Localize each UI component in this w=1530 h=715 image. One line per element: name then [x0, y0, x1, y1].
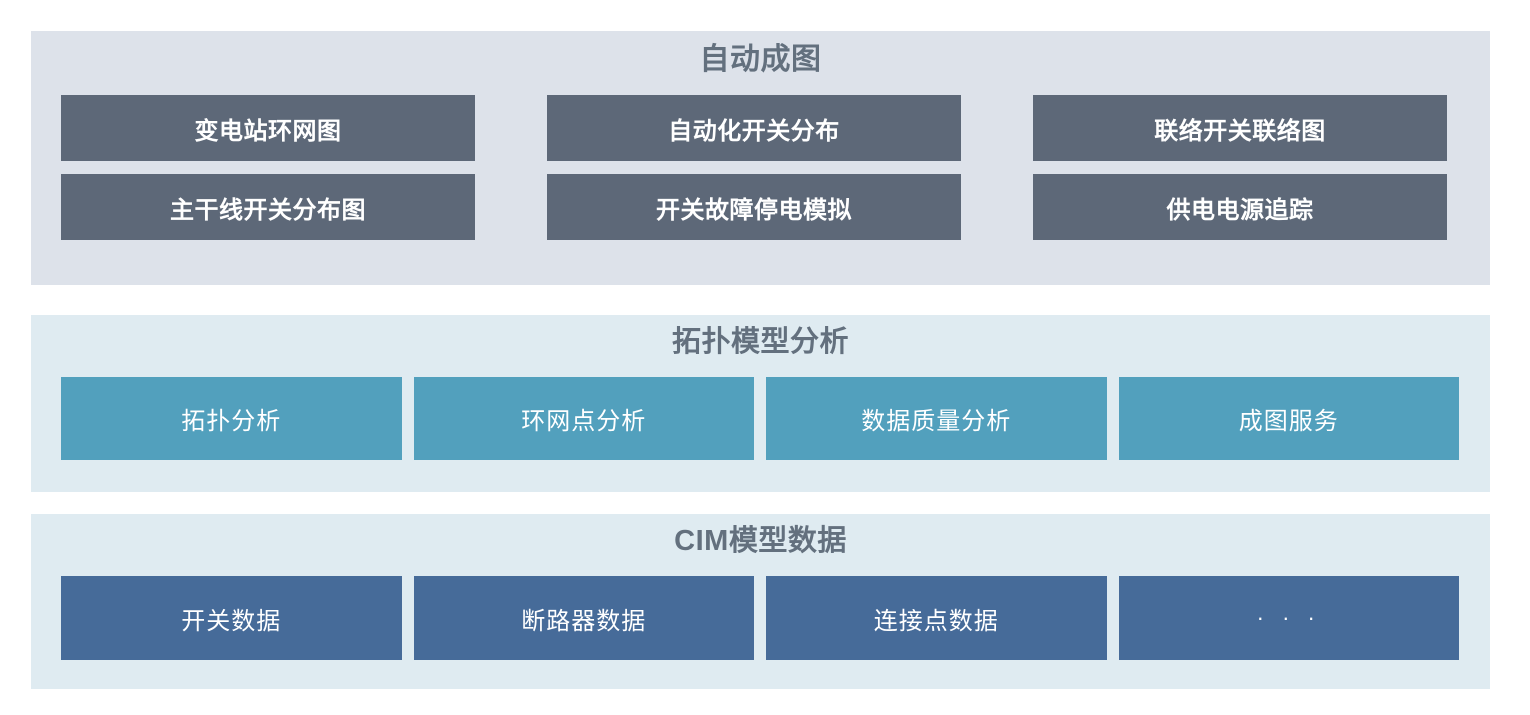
tile-tie-switch-connection-diagram[interactable]: 联络开关联络图: [1033, 95, 1447, 161]
tile-switch-fault-outage-simulation[interactable]: 开关故障停电模拟: [547, 174, 961, 240]
panel-cim-model-data: CIM模型数据 开关数据 断路器数据 连接点数据 · · ·: [31, 514, 1490, 689]
panel-auto-drawing: 自动成图 变电站环网图 自动化开关分布 联络开关联络图 主干线开关分布图 开关故…: [31, 31, 1490, 285]
tile-trunk-line-switch-distribution-diagram[interactable]: 主干线开关分布图: [61, 174, 475, 240]
tile-switch-data[interactable]: 开关数据: [61, 576, 402, 660]
tile-substation-ring-network-diagram[interactable]: 变电站环网图: [61, 95, 475, 161]
panel-title-cim-model-data: CIM模型数据: [674, 525, 847, 557]
tile-connectivity-node-data[interactable]: 连接点数据: [766, 576, 1107, 660]
tile-more-data-ellipsis[interactable]: · · ·: [1118, 576, 1459, 660]
tile-circuit-breaker-data[interactable]: 断路器数据: [413, 576, 754, 660]
tile-ring-network-point-analysis[interactable]: 环网点分析: [413, 377, 754, 460]
topology-model-analysis-row-1: 拓扑分析 环网点分析 数据质量分析 成图服务: [31, 377, 1490, 460]
panel-topology-model-analysis: 拓扑模型分析 拓扑分析 环网点分析 数据质量分析 成图服务: [31, 315, 1490, 492]
tile-drawing-service[interactable]: 成图服务: [1118, 377, 1459, 460]
auto-drawing-row-2: 主干线开关分布图 开关故障停电模拟 供电电源追踪: [31, 174, 1490, 240]
auto-drawing-row-1: 变电站环网图 自动化开关分布 联络开关联络图: [31, 95, 1490, 161]
cim-model-data-row-1: 开关数据 断路器数据 连接点数据 · · ·: [31, 576, 1490, 660]
tile-power-supply-source-tracing[interactable]: 供电电源追踪: [1033, 174, 1447, 240]
tile-topology-analysis[interactable]: 拓扑分析: [61, 377, 402, 460]
tile-data-quality-analysis[interactable]: 数据质量分析: [766, 377, 1107, 460]
panel-title-auto-drawing: 自动成图: [699, 43, 822, 76]
tile-automation-switch-distribution[interactable]: 自动化开关分布: [547, 95, 961, 161]
panel-title-topology-model-analysis: 拓扑模型分析: [671, 326, 849, 358]
